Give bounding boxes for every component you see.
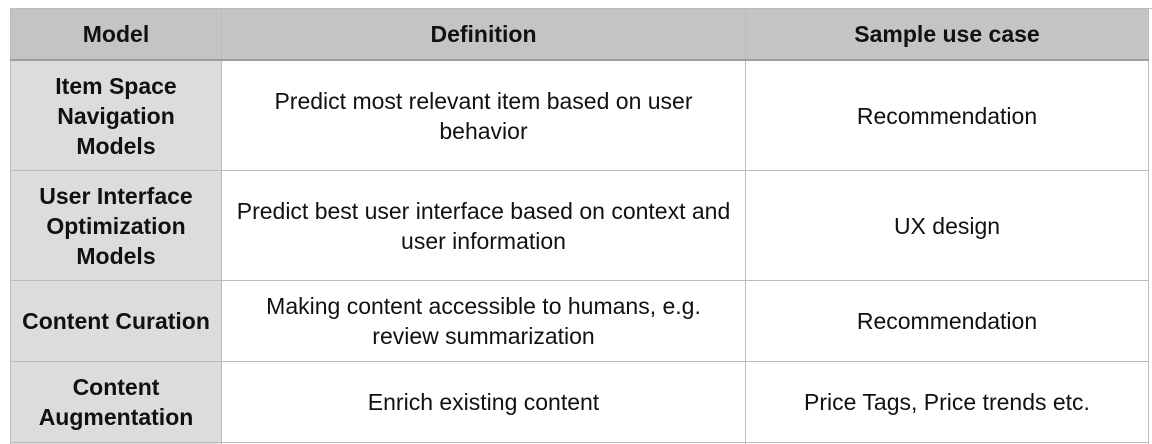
header-definition: Definition (221, 8, 746, 61)
header-row: Model Definition Sample use case (10, 8, 1149, 61)
header-use-case: Sample use case (745, 8, 1149, 61)
table-row: User Interface Optimization Models Predi… (10, 170, 1149, 281)
table-row: Content Curation Making content accessib… (10, 280, 1149, 362)
use-case-cell: UX design (745, 170, 1149, 281)
definition-cell: Enrich existing content (221, 361, 746, 443)
use-case-cell: Recommendation (745, 280, 1149, 362)
model-cell: User Interface Optimization Models (10, 170, 222, 281)
table-row: Item Space Navigation Models Predict mos… (10, 59, 1149, 171)
table-body: Item Space Navigation Models Predict mos… (10, 59, 1149, 444)
sheet-left-gutter (0, 8, 10, 444)
table-header: Model Definition Sample use case (10, 8, 1149, 61)
empty-row (10, 442, 1149, 444)
model-table: Model Definition Sample use case Item Sp… (10, 8, 1149, 444)
empty-cell (745, 442, 1149, 444)
use-case-cell: Price Tags, Price trends etc. (745, 361, 1149, 443)
definition-cell: Predict best user interface based on con… (221, 170, 746, 281)
header-model: Model (10, 8, 222, 61)
use-case-cell: Recommendation (745, 59, 1149, 171)
model-cell: Item Space Navigation Models (10, 59, 222, 171)
definition-cell: Predict most relevant item based on user… (221, 59, 746, 171)
model-cell: Content Augmentation (10, 361, 222, 443)
definition-cell: Making content accessible to humans, e.g… (221, 280, 746, 362)
table-row: Content Augmentation Enrich existing con… (10, 361, 1149, 443)
model-cell: Content Curation (10, 280, 222, 362)
